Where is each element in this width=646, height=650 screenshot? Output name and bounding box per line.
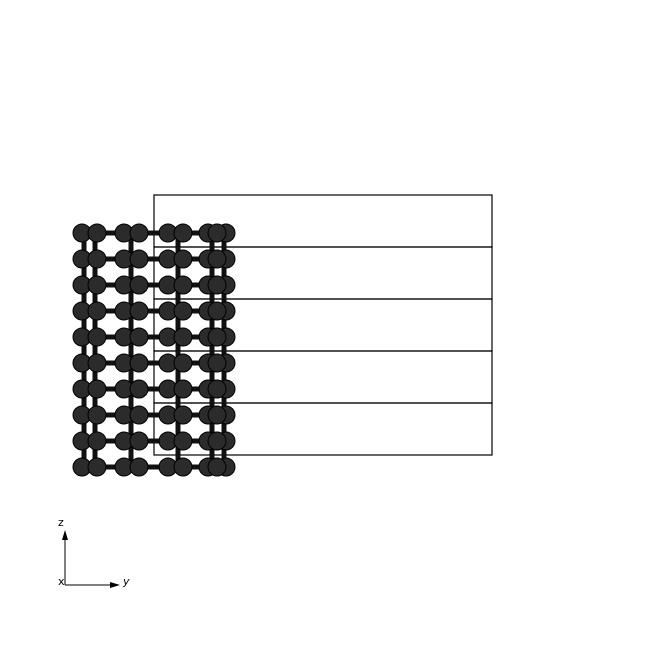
atom[interactable] xyxy=(87,301,107,321)
atom[interactable] xyxy=(173,431,193,451)
atom[interactable] xyxy=(129,379,149,399)
atom[interactable] xyxy=(87,249,107,269)
unit-cell-box xyxy=(153,402,493,456)
atom[interactable] xyxy=(173,379,193,399)
atom-lattice xyxy=(72,223,236,477)
atom[interactable] xyxy=(87,327,107,347)
y-axis-label: y xyxy=(122,575,130,588)
atom[interactable] xyxy=(207,353,227,373)
atom[interactable] xyxy=(173,223,193,243)
atom[interactable] xyxy=(87,275,107,295)
atom[interactable] xyxy=(207,405,227,425)
atom[interactable] xyxy=(173,275,193,295)
atom[interactable] xyxy=(129,353,149,373)
atom[interactable] xyxy=(87,405,107,425)
unit-cell-outline xyxy=(153,194,493,456)
atom[interactable] xyxy=(207,223,227,243)
x-axis-label: x xyxy=(58,575,65,588)
atom[interactable] xyxy=(173,353,193,373)
atom[interactable] xyxy=(87,379,107,399)
atom[interactable] xyxy=(87,457,107,477)
atom[interactable] xyxy=(129,431,149,451)
atom[interactable] xyxy=(207,431,227,451)
atom[interactable] xyxy=(207,301,227,321)
atom[interactable] xyxy=(129,457,149,477)
atom[interactable] xyxy=(87,431,107,451)
atom[interactable] xyxy=(207,249,227,269)
atom[interactable] xyxy=(129,327,149,347)
atom[interactable] xyxy=(207,327,227,347)
y-axis-arrowhead xyxy=(110,582,120,588)
atom[interactable] xyxy=(173,327,193,347)
atom[interactable] xyxy=(207,379,227,399)
axis-triad: z x y xyxy=(58,516,130,588)
atom[interactable] xyxy=(173,249,193,269)
atom[interactable] xyxy=(129,301,149,321)
atom[interactable] xyxy=(173,301,193,321)
atom[interactable] xyxy=(207,457,227,477)
atom[interactable] xyxy=(87,353,107,373)
atom[interactable] xyxy=(129,275,149,295)
z-axis-label: z xyxy=(58,516,64,529)
atom[interactable] xyxy=(129,405,149,425)
atom[interactable] xyxy=(173,457,193,477)
atom[interactable] xyxy=(173,405,193,425)
atom[interactable] xyxy=(87,223,107,243)
atom[interactable] xyxy=(129,249,149,269)
z-axis-arrowhead xyxy=(62,530,68,540)
atom[interactable] xyxy=(129,223,149,243)
atom[interactable] xyxy=(207,275,227,295)
